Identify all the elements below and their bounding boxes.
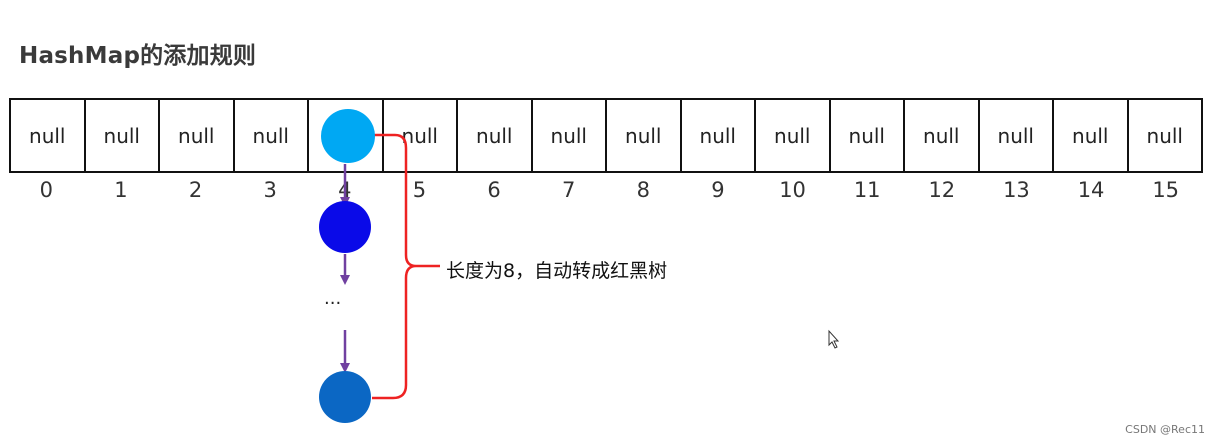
- bucket-cell: null: [160, 100, 235, 171]
- bucket-cell: null: [235, 100, 309, 171]
- chain-ellipsis: ...: [324, 288, 342, 309]
- bucket-index: 5: [412, 178, 427, 202]
- bucket-indices: 0 1 2 3 4 5 6 7 8 9 10 11 12 13 14 15: [9, 178, 1203, 202]
- chain-node-tail: [319, 371, 371, 423]
- bucket-cell: null: [11, 100, 86, 171]
- bucket-cell: null: [86, 100, 160, 171]
- bucket-cell: null: [905, 100, 980, 171]
- bucket-cell: null: [1054, 100, 1129, 171]
- bucket-index: 0: [39, 178, 53, 202]
- bucket-cell: null: [831, 100, 905, 171]
- bucket-cell: null: [682, 100, 756, 171]
- bucket-index: 1: [114, 178, 128, 202]
- bucket-index: 11: [853, 178, 881, 202]
- bucket-index: 12: [928, 178, 956, 202]
- bucket-cell: null: [458, 100, 533, 171]
- mouse-cursor-icon: [828, 329, 840, 349]
- bucket-cell: null: [607, 100, 682, 171]
- bucket-index: 15: [1152, 178, 1180, 202]
- page-title: HashMap的添加规则: [19, 43, 257, 69]
- bucket-index: 10: [779, 178, 806, 202]
- bucket-index: 9: [711, 178, 725, 202]
- bucket-array: null null null null null null null null …: [9, 98, 1203, 173]
- treeify-note: 长度为8，自动转成红黑树: [446, 260, 668, 282]
- bucket-index: 13: [1003, 178, 1030, 202]
- bucket-index: 3: [263, 178, 277, 202]
- watermark: CSDN @Rec11: [1125, 423, 1205, 436]
- red-brace: [372, 133, 440, 400]
- bucket-index: 2: [188, 178, 203, 202]
- bucket-cell: null: [980, 100, 1054, 171]
- bucket-cell: null: [533, 100, 607, 171]
- chain-node: [319, 201, 371, 253]
- bucket-index: 6: [487, 178, 501, 202]
- bucket-index: 8: [636, 178, 650, 202]
- bucket-cell: null: [1146, 123, 1183, 148]
- bucket-index: 14: [1077, 178, 1105, 202]
- bucket-cell: null: [756, 100, 831, 171]
- chain-node-head: [321, 109, 375, 163]
- bucket-cell: null: [384, 100, 458, 171]
- bucket-index: 7: [562, 178, 576, 202]
